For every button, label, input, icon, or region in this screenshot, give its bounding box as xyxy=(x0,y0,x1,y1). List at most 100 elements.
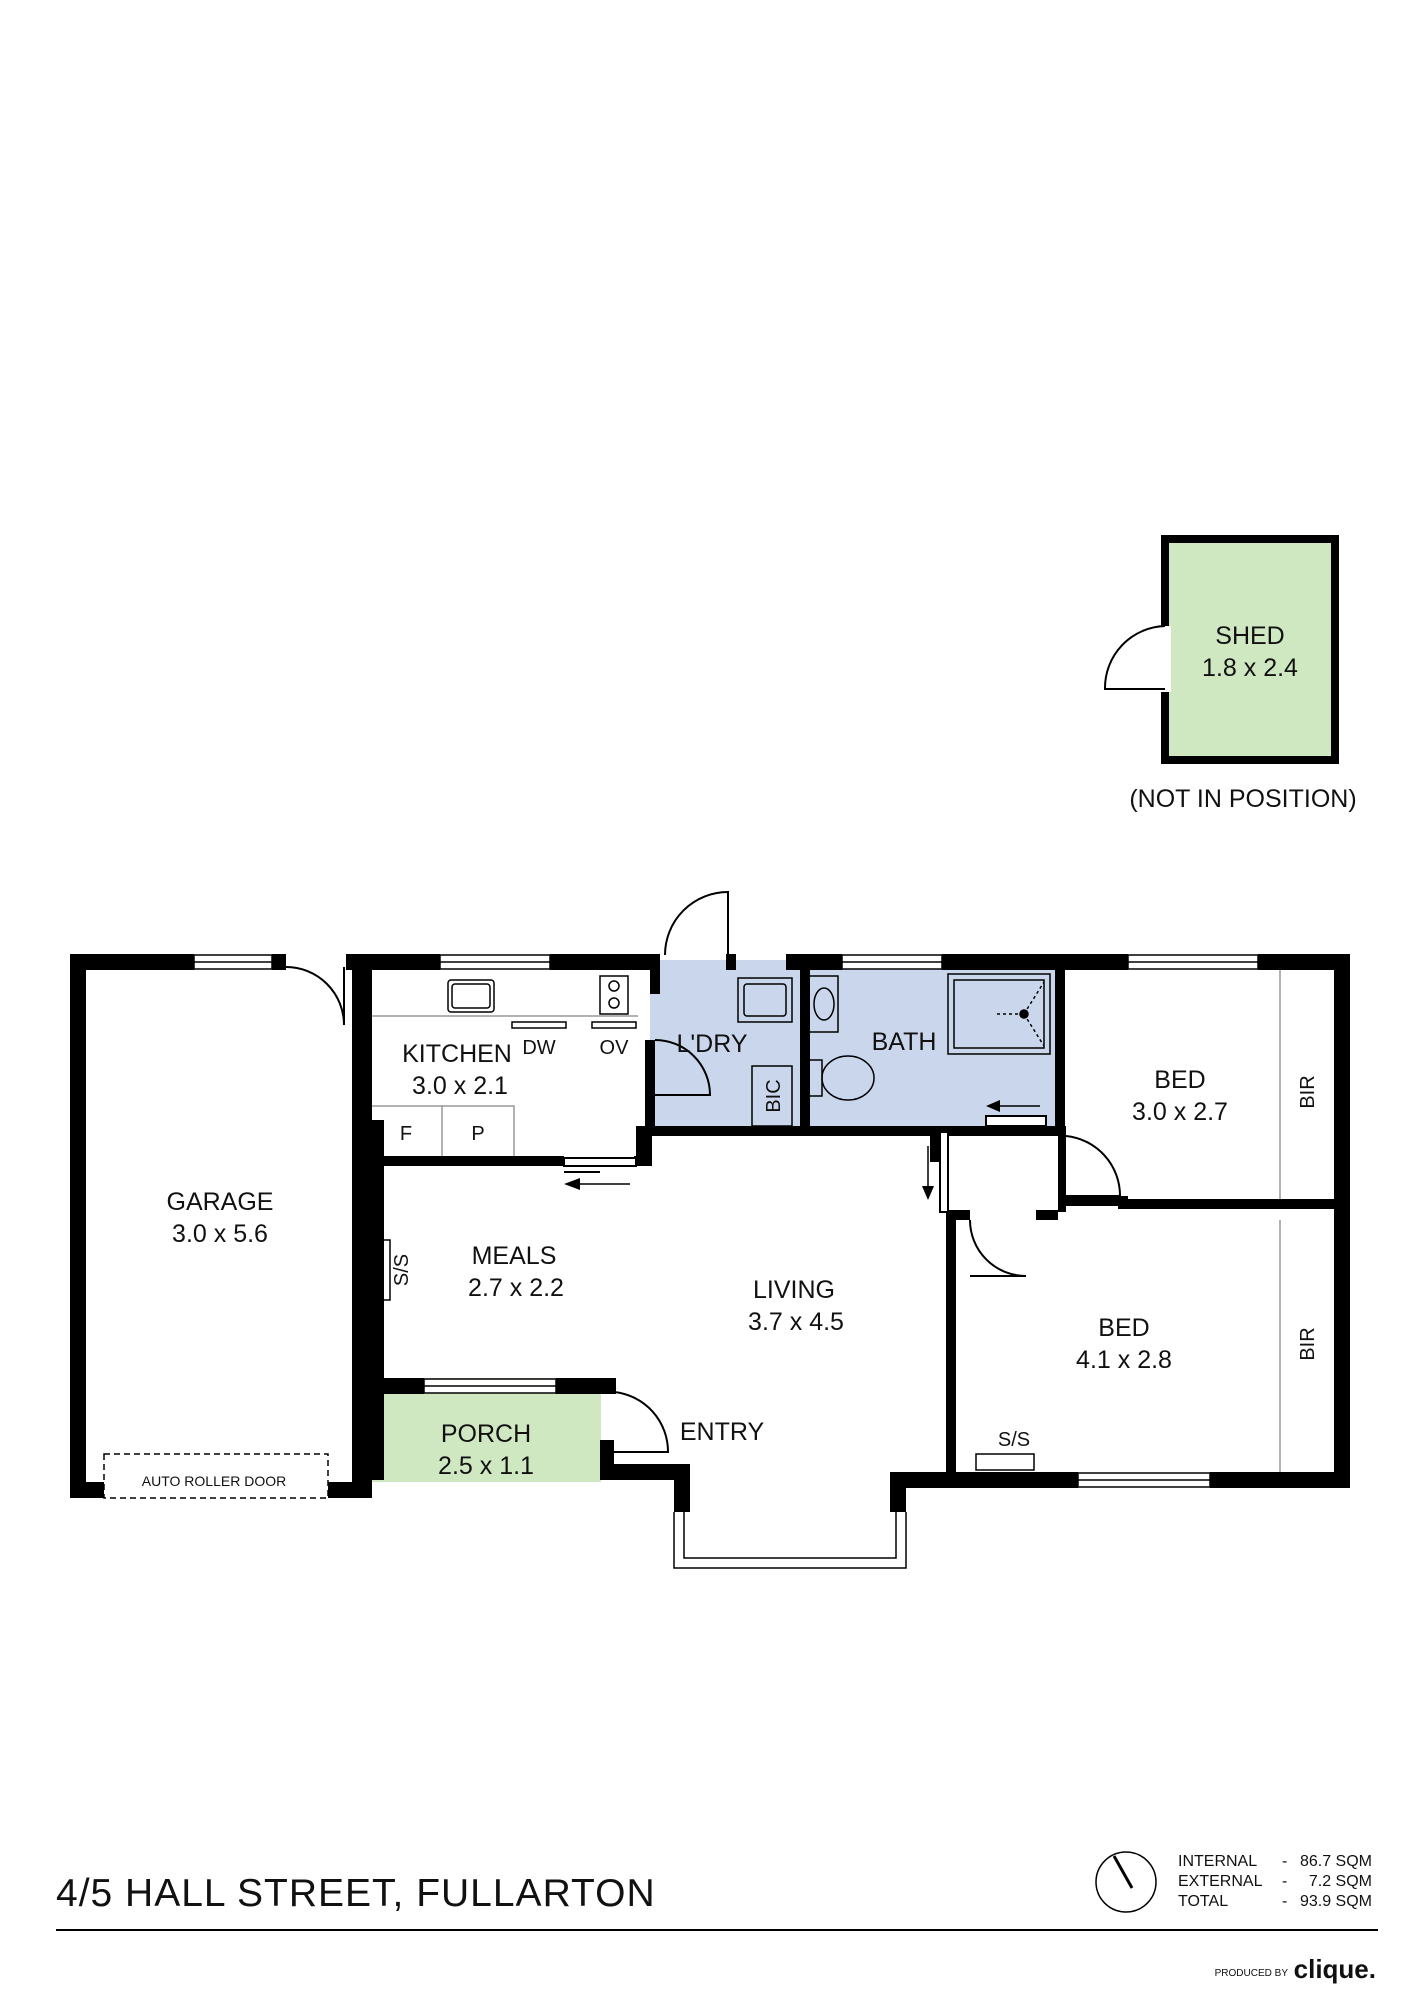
bay-east-jamb xyxy=(890,1472,906,1512)
room-labels: GARAGE 3.0 x 5.6 KITCHEN 3.0 x 2.1 DW OV… xyxy=(142,1028,1319,1489)
laundry-door-swing xyxy=(654,1039,712,1096)
area-summary: INTERNAL - 86.7 SQM EXTERNAL - 7.2 SQM T… xyxy=(1178,1853,1372,1910)
bed1-north-wall-a xyxy=(1120,954,1128,970)
fridge-pantry-outline xyxy=(372,1105,515,1156)
meals-name: MEALS xyxy=(472,1242,557,1270)
area-external-value: 7.2 SQM xyxy=(1309,1873,1372,1890)
compass-icon xyxy=(1095,1851,1157,1913)
garage-north-wall-a xyxy=(70,954,194,970)
hall-slide-arrow xyxy=(922,1186,934,1200)
garage-north-wall-b xyxy=(272,954,286,970)
bath-bed1-wall xyxy=(1055,954,1065,1130)
walls xyxy=(70,954,1350,1512)
bed1-door-swing xyxy=(1065,1135,1122,1197)
door-arrows xyxy=(564,1100,1040,1200)
laundry-bath-wall xyxy=(800,954,810,1126)
living-south-wall-east xyxy=(890,1472,956,1488)
bed2-south-wall-a xyxy=(946,1472,1078,1488)
kitchen-north-wall-b xyxy=(550,954,660,970)
porch-fill xyxy=(372,1378,601,1482)
windows xyxy=(193,954,1259,1569)
area-internal-dash: - xyxy=(1282,1853,1287,1870)
garage-east-wall xyxy=(352,954,372,1498)
shed: SHED 1.8 x 2.4 (NOT IN POSITION) xyxy=(1103,535,1357,813)
entry-door-swing xyxy=(613,1391,670,1453)
area-internal-label: INTERNAL xyxy=(1178,1853,1257,1870)
meals-split-label: S/S xyxy=(391,1254,413,1286)
porch-north-wall-a xyxy=(372,1378,424,1394)
porch-size: 2.5 x 1.1 xyxy=(438,1452,534,1480)
kitchen-sink-icon xyxy=(447,979,495,1013)
property-address: 4/5 HALL STREET, FULLARTON xyxy=(56,1872,656,1915)
bed1-north-wall-b xyxy=(1258,954,1350,970)
bath-name: BATH xyxy=(872,1028,937,1056)
laundry-external-door-swing xyxy=(664,890,729,956)
linen-sliding-door xyxy=(985,1115,1047,1127)
bir1-label: BIR xyxy=(1297,1075,1319,1108)
garage-name: GARAGE xyxy=(167,1188,274,1216)
living-name: LIVING xyxy=(753,1276,835,1304)
wet-area-fill xyxy=(650,960,1060,1126)
bed2-south-wall-b xyxy=(1210,1472,1350,1488)
area-external-label: EXTERNAL xyxy=(1178,1873,1263,1890)
north-pointer xyxy=(1112,1855,1134,1889)
shed-size: 1.8 x 2.4 xyxy=(1202,654,1298,682)
bed1-south-wall xyxy=(1118,1199,1350,1209)
meals-sliding-door xyxy=(563,1157,637,1167)
bed1-size: 3.0 x 2.7 xyxy=(1132,1098,1228,1126)
brand-logo: clique. xyxy=(1294,1954,1376,1984)
shower-drain-icon xyxy=(1019,1009,1029,1019)
living-north-wall xyxy=(645,1126,1065,1136)
shed-door-swing xyxy=(1103,625,1166,690)
dishwasher-label: DW xyxy=(522,1037,555,1059)
bath-north-wall-b xyxy=(942,954,1120,970)
fixtures xyxy=(103,970,1281,1499)
garage-south-stub-a xyxy=(70,1482,104,1498)
area-total-label: TOTAL xyxy=(1178,1893,1228,1910)
bed2-size: 4.1 x 2.8 xyxy=(1076,1346,1172,1374)
vanity-icon xyxy=(807,975,839,1033)
living-size: 3.7 x 4.5 xyxy=(748,1308,844,1336)
kitchen-south-wall xyxy=(372,1156,564,1166)
garage-size: 3.0 x 5.6 xyxy=(172,1220,268,1248)
roller-door xyxy=(103,1453,329,1499)
porch-east-wall xyxy=(600,1440,614,1480)
bed2-door-swing xyxy=(969,1219,1027,1277)
bed2-split-system xyxy=(975,1453,1035,1471)
room-fills xyxy=(372,960,1060,1482)
bir2-label: BIR xyxy=(1297,1327,1319,1360)
produced-by-label: PRODUCED BY xyxy=(1215,1968,1289,1979)
bed2-door-jamb xyxy=(946,1210,970,1220)
kitchen-south-stub xyxy=(634,1156,650,1166)
shed-note: (NOT IN POSITION) xyxy=(1129,785,1356,813)
entry-name: ENTRY xyxy=(680,1418,765,1446)
fridge-label: F xyxy=(400,1123,412,1145)
hall-sliding-door xyxy=(939,1131,949,1213)
east-wall xyxy=(1334,954,1350,1488)
bed2-name: BED xyxy=(1098,1314,1149,1342)
area-total-dash: - xyxy=(1282,1893,1287,1910)
shower-icon xyxy=(947,973,1051,1055)
pantry-label: P xyxy=(471,1123,484,1145)
garage-door-swing xyxy=(285,966,345,1026)
hall-west-wall-top xyxy=(930,1126,940,1162)
area-external-dash: - xyxy=(1282,1873,1287,1890)
dishwasher-icon xyxy=(511,1021,567,1029)
toilet-bowl-icon xyxy=(821,1055,875,1101)
garage-west-wall xyxy=(70,954,86,1498)
bath-north-wall-a xyxy=(786,954,842,970)
hall-east-wall xyxy=(1058,1126,1066,1212)
bed2-split-label: S/S xyxy=(998,1429,1030,1451)
basin-icon xyxy=(813,987,835,1021)
kitchen-north-wall-a xyxy=(352,954,440,970)
footer: 4/5 HALL STREET, FULLARTON INTERNAL - 86… xyxy=(56,1851,1378,1984)
oven-icon xyxy=(591,1021,637,1029)
bay-window-outer xyxy=(673,1512,907,1569)
meals-split-system xyxy=(373,1239,391,1301)
meals-size: 2.7 x 2.2 xyxy=(468,1274,564,1302)
oven-label: OV xyxy=(600,1037,630,1059)
bed1-door-jamb xyxy=(1058,1196,1128,1206)
bed2-north-stub xyxy=(1036,1210,1058,1220)
